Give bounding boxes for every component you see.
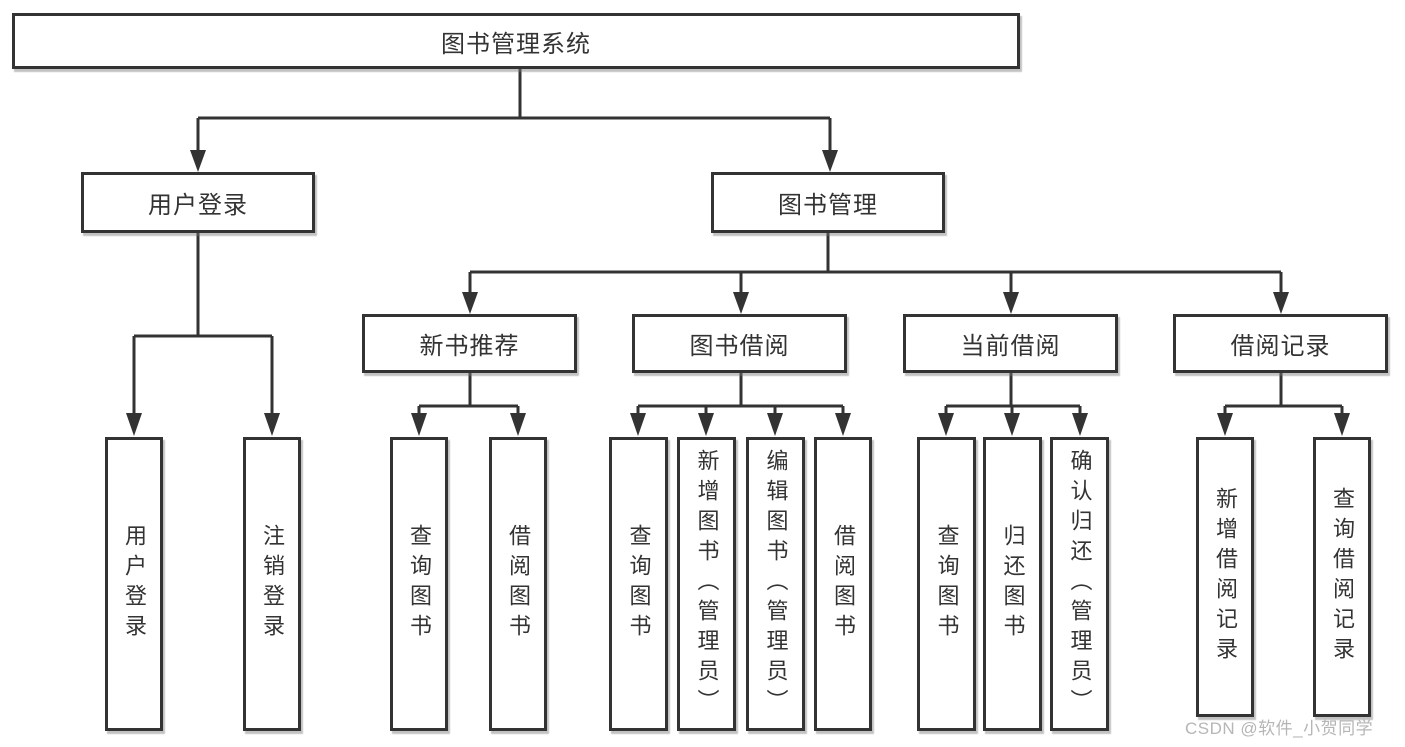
leaf-logout: 注销登录 bbox=[243, 437, 301, 731]
leaf-label: 注销登录 bbox=[260, 524, 285, 644]
leaf-label: 归还图书 bbox=[1000, 524, 1026, 644]
leaf-label: 新增借阅记录 bbox=[1213, 487, 1238, 667]
node-system-root: 图书管理系统 bbox=[12, 13, 1020, 69]
leaf-user-login: 用户登录 bbox=[105, 437, 163, 731]
leaf-label: 查询图书 bbox=[626, 524, 652, 644]
leaf-label: 借阅图书 bbox=[506, 524, 531, 644]
node-new-book-recommend: 新书推荐 bbox=[362, 314, 577, 373]
leaf-add-books-admin: 新增图书（管理员） bbox=[677, 437, 736, 731]
edge-bookmgmt-to-level3 bbox=[462, 233, 1289, 314]
leaf-search-borrow-record: 查询借阅记录 bbox=[1313, 437, 1371, 717]
edge-userlogin-to-children bbox=[126, 233, 280, 436]
node-current-borrowing: 当前借阅 bbox=[903, 314, 1118, 373]
leaf-label: 编辑图书（管理员） bbox=[763, 449, 789, 719]
leaf-search-books: 查询图书 bbox=[609, 437, 668, 731]
leaf-label: 查询图书 bbox=[934, 524, 960, 644]
leaf-borrow-books: 借阅图书 bbox=[489, 437, 547, 731]
edge-root-to-level2 bbox=[190, 69, 838, 172]
leaf-label: 查询图书 bbox=[407, 524, 432, 644]
node-label: 用户登录 bbox=[148, 192, 248, 219]
node-label: 当前借阅 bbox=[960, 333, 1061, 360]
csdn-watermark: CSDN @软件_小贺同学 bbox=[1185, 719, 1374, 738]
node-label: 图书管理 bbox=[778, 192, 878, 219]
node-label: 图书管理系统 bbox=[441, 30, 591, 58]
edge-borrowrecords-to-children bbox=[1217, 373, 1350, 436]
leaf-label: 用户登录 bbox=[122, 524, 147, 644]
leaf-label: 借阅图书 bbox=[831, 524, 856, 644]
leaf-return-books: 归还图书 bbox=[983, 437, 1042, 731]
leaf-borrow-books: 借阅图书 bbox=[814, 437, 872, 731]
node-borrowing-records: 借阅记录 bbox=[1173, 314, 1388, 373]
leaf-label: 确认归还（管理员） bbox=[1067, 449, 1093, 719]
leaf-confirm-return-admin: 确认归还（管理员） bbox=[1050, 437, 1109, 731]
node-book-management: 图书管理 bbox=[711, 172, 945, 233]
node-label: 新书推荐 bbox=[419, 333, 520, 360]
node-user-login: 用户登录 bbox=[81, 172, 315, 233]
node-book-borrowing: 图书借阅 bbox=[632, 314, 847, 373]
leaf-add-borrow-record: 新增借阅记录 bbox=[1196, 437, 1254, 717]
edge-newbookrec-to-children bbox=[411, 373, 526, 436]
node-label: 图书借阅 bbox=[689, 333, 790, 360]
leaf-search-books: 查询图书 bbox=[390, 437, 448, 731]
leaf-search-books: 查询图书 bbox=[917, 437, 976, 731]
leaf-edit-books-admin: 编辑图书（管理员） bbox=[746, 437, 805, 731]
edge-currentborrow-to-children bbox=[938, 373, 1088, 436]
leaf-label: 查询借阅记录 bbox=[1330, 487, 1355, 667]
leaf-label: 新增图书（管理员） bbox=[694, 449, 720, 719]
node-label: 借阅记录 bbox=[1230, 333, 1331, 360]
edge-bookborrow-to-children bbox=[630, 373, 851, 436]
